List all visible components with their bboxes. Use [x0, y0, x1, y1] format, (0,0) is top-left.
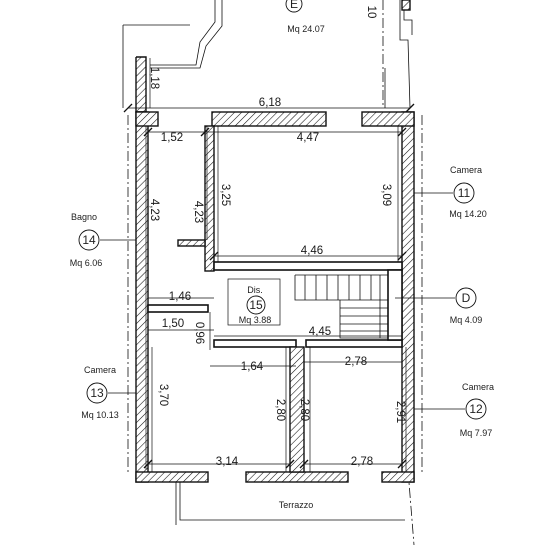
room-13-number: 13 [90, 386, 104, 400]
room-11-marker [453, 182, 475, 204]
room-12-area: Mq 7.97 [460, 428, 493, 438]
room-11-label: Camera 11 Mq 14.20 [414, 165, 487, 219]
dim-camera12-left: 2,80 [298, 399, 310, 421]
dim-bagno-left: 4,23 [148, 199, 160, 221]
dim-camera13-top: 1,64 [241, 361, 264, 373]
dim-camera13-left: 3,70 [157, 384, 169, 406]
south-wall-left [135, 471, 209, 483]
bagno-south-wall [147, 304, 209, 313]
dim-camera11-right: 3,09 [380, 184, 392, 206]
dim-corridor-left: 1,50 [162, 318, 184, 330]
dim-corridor-vertical: 0,96 [193, 322, 205, 344]
dim-camera11-left: 3,25 [219, 184, 231, 206]
room-14-name: Bagno [71, 212, 97, 222]
room-d-number: D [462, 291, 471, 305]
room-13-area: Mq 10.13 [81, 410, 119, 420]
room-e-area: Mq 24.07 [287, 24, 325, 34]
room-12-number: 12 [469, 402, 483, 416]
room-12-name: Camera [462, 382, 494, 392]
north-wall-right [361, 111, 415, 127]
room-12-marker [465, 398, 487, 420]
dim-camera12-bottom: 2,78 [351, 456, 373, 468]
stair-east-wall [387, 269, 403, 341]
dim-left-height: 1,18 [148, 67, 160, 89]
room-15-name: Dis. [247, 285, 263, 295]
interior-walls [147, 125, 403, 473]
room-15-area: Mq 3.88 [239, 315, 272, 325]
north-wall-left [135, 111, 159, 127]
bagno-stub-wall [177, 239, 206, 247]
room-d-area: Mq 4.09 [450, 315, 483, 325]
dim-camera13-right: 2,80 [274, 399, 286, 421]
dim-camera13-bottom: 3,14 [216, 456, 239, 468]
room-14-number: 14 [82, 233, 96, 247]
room-d-label: D Mq 4.09 [395, 287, 483, 325]
room-15-number: 15 [249, 298, 263, 312]
dim-camera11-bottom: 4,46 [301, 245, 323, 257]
room-12-label: Camera 12 Mq 7.97 [414, 382, 494, 438]
room-e-number: E [290, 0, 298, 11]
camera12-north-wall [305, 339, 403, 348]
corridor-south-wall [213, 339, 297, 348]
room-e-marker [285, 0, 303, 13]
room-11-number: 11 [458, 186, 471, 200]
upper-room-e-outline [122, 0, 413, 113]
room-15-label: Dis. 15 Mq 3.88 [227, 278, 281, 326]
room-13-marker [86, 382, 108, 404]
dim-top-edge-fragment: 10 [365, 6, 377, 19]
dimension-lines [123, 58, 415, 472]
room-d-marker [455, 287, 477, 309]
terrace: Terrazzo [175, 482, 405, 525]
dimension-texts: 6,18 1,52 4,47 1,18 4,23 4,23 3,25 3,09 … [148, 6, 406, 468]
room-15-marker [246, 295, 266, 315]
dim-bagno-inner: 4,23 [192, 201, 204, 223]
room-14-label: Bagno 14 Mq 6.06 [70, 212, 136, 268]
room-13-label: Camera 13 Mq 10.13 [81, 365, 136, 420]
room-13-name: Camera [84, 365, 116, 375]
room-11-name: Camera [450, 165, 482, 175]
room-14-area: Mq 6.06 [70, 258, 103, 268]
dim-corridor-width: 4,45 [309, 326, 331, 338]
dim-dis-width: 1,46 [169, 291, 191, 303]
dim-camera12-right: 2,91 [394, 401, 406, 423]
terrace-label: Terrazzo [279, 500, 314, 510]
axis-lines [127, 115, 423, 546]
exterior-walls [135, 111, 415, 483]
room-14-marker [78, 229, 100, 251]
south-wall-right [381, 471, 415, 483]
south-wall-mid [245, 471, 349, 483]
staircase [294, 274, 388, 339]
dim-top-left: 1,52 [161, 132, 183, 144]
room-11-area: Mq 14.20 [449, 209, 487, 219]
room-e-label: E Mq 24.07 [285, 0, 325, 34]
dim-camera12-top: 2,78 [345, 356, 367, 368]
bagno-camera11-wall [204, 125, 215, 272]
dim-top-overall: 6,18 [259, 97, 281, 109]
camera11-south-wall [213, 261, 403, 271]
east-wall [401, 111, 415, 483]
camera13-12-wall [289, 346, 305, 473]
dim-top-right: 4,47 [297, 132, 319, 144]
north-wall-mid [211, 111, 327, 127]
